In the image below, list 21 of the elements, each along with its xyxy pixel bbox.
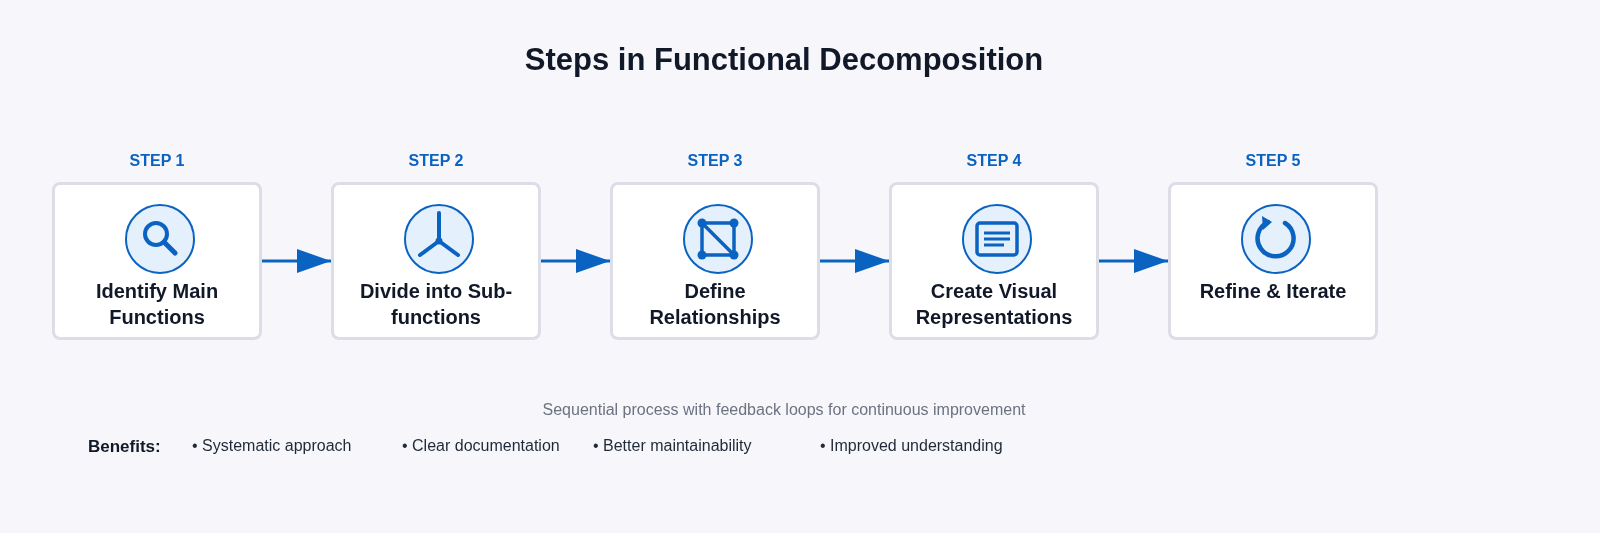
step-name: Define Relationships xyxy=(648,279,782,330)
arrow xyxy=(1099,249,1168,273)
step-label: STEP 4 xyxy=(966,151,1022,171)
benefit-item: • Improved understanding xyxy=(820,437,1003,455)
arrow xyxy=(262,249,331,273)
step-label: STEP 1 xyxy=(129,151,185,171)
arrow xyxy=(820,249,889,273)
step-name: Create Visual Representations xyxy=(914,279,1074,330)
caption-text: Sequential process with feedback loops for continuous improvement xyxy=(541,401,1027,419)
benefit-item: • Better maintainability xyxy=(593,437,752,455)
step-name: Refine & Iterate xyxy=(1198,279,1348,304)
step-name: Divide into Sub-functions xyxy=(358,279,514,330)
step-label: STEP 5 xyxy=(1245,151,1301,171)
arrow xyxy=(541,249,610,273)
step-label: STEP 2 xyxy=(408,151,464,171)
benefit-item: • Clear documentation xyxy=(402,437,560,455)
diagram-title: Steps in Functional Decomposition xyxy=(523,42,1045,78)
step-label: STEP 3 xyxy=(687,151,743,171)
benefits-heading: Benefits: xyxy=(88,437,161,457)
step-name: Identify Main Functions xyxy=(94,279,220,330)
benefit-item: • Systematic approach xyxy=(192,437,352,455)
